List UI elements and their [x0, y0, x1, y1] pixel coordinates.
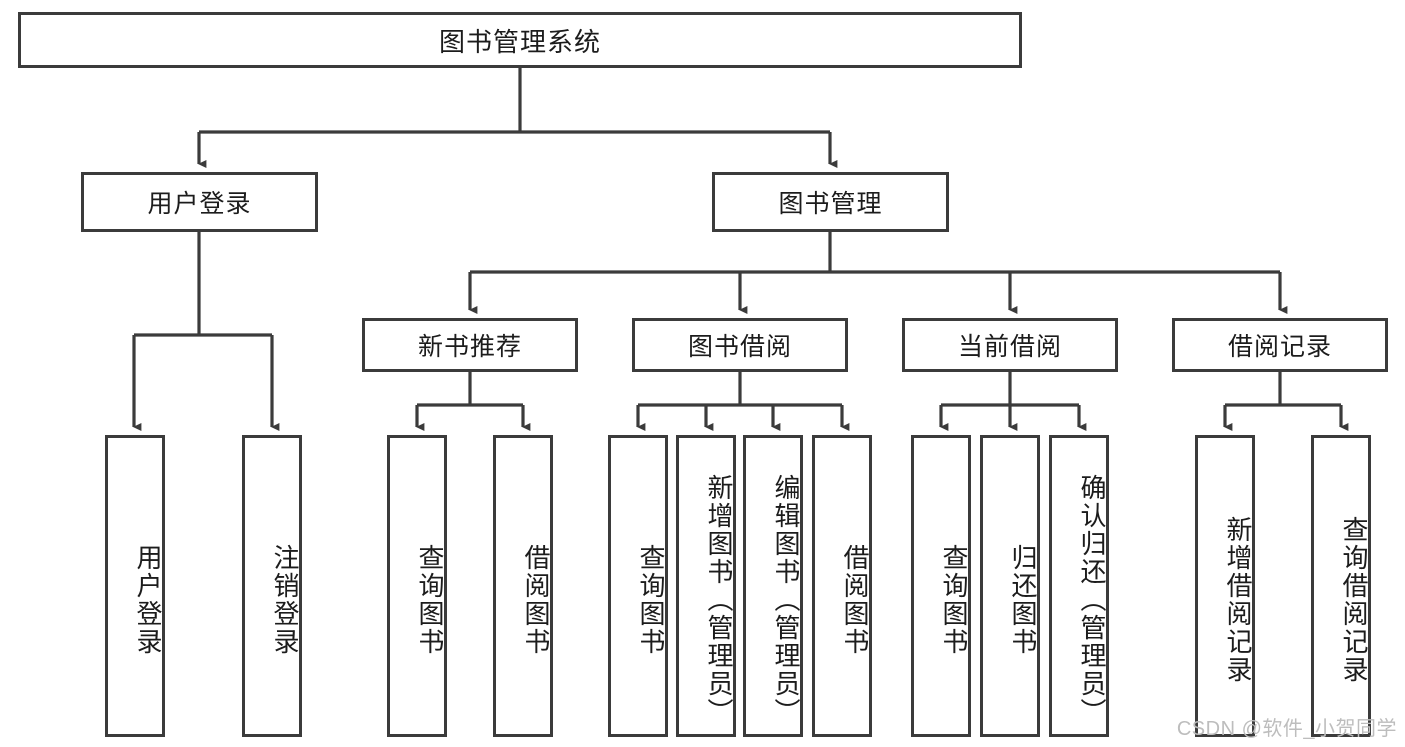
leaf-query-borrow-record[interactable]: 查询借阅记录	[1311, 435, 1371, 737]
leaf-add-book-admin-label: 新增图书（管理员）	[704, 474, 734, 726]
node-user-login[interactable]: 用户登录	[81, 172, 318, 232]
node-user-login-label: 用户登录	[147, 190, 252, 218]
leaf-user-login-label: 用户登录	[133, 544, 163, 656]
leaf-query-book-2[interactable]: 查询图书	[608, 435, 668, 737]
leaf-return-book-label: 归还图书	[1008, 544, 1038, 656]
leaf-query-book-3[interactable]: 查询图书	[911, 435, 971, 737]
leaf-add-book-admin[interactable]: 新增图书（管理员）	[676, 435, 736, 737]
leaf-query-book-3-label: 查询图书	[939, 544, 969, 656]
leaf-confirm-return-admin-label: 确认归还（管理员）	[1077, 474, 1107, 726]
leaf-add-borrow-record[interactable]: 新增借阅记录	[1195, 435, 1255, 737]
leaf-confirm-return-admin[interactable]: 确认归还（管理员）	[1049, 435, 1109, 737]
node-book-manage[interactable]: 图书管理	[712, 172, 949, 232]
leaf-query-book-1-label: 查询图书	[415, 544, 445, 656]
leaf-borrow-book-1-label: 借阅图书	[521, 544, 551, 656]
node-root-system[interactable]: 图书管理系统	[18, 12, 1022, 68]
leaf-borrow-book-2[interactable]: 借阅图书	[812, 435, 872, 737]
csdn-watermark: CSDN @软件_小贺同学	[1176, 718, 1397, 740]
leaf-edit-book-admin[interactable]: 编辑图书（管理员）	[743, 435, 803, 737]
leaf-query-book-2-label: 查询图书	[636, 544, 666, 656]
leaf-logout-login-label: 注销登录	[270, 544, 300, 656]
node-book-borrow[interactable]: 图书借阅	[632, 318, 848, 372]
leaf-user-login[interactable]: 用户登录	[105, 435, 165, 737]
leaf-borrow-book-2-label: 借阅图书	[840, 544, 870, 656]
leaf-query-book-1[interactable]: 查询图书	[387, 435, 447, 737]
node-borrow-record-label: 借阅记录	[1227, 333, 1332, 361]
node-new-book-recommend[interactable]: 新书推荐	[362, 318, 578, 372]
leaf-query-borrow-record-label: 查询借阅记录	[1339, 516, 1369, 684]
node-root-label: 图书管理系统	[438, 26, 601, 57]
leaf-edit-book-admin-label: 编辑图书（管理员）	[771, 474, 801, 726]
node-new-book-recommend-label: 新书推荐	[417, 333, 522, 361]
node-current-borrow[interactable]: 当前借阅	[902, 318, 1118, 372]
node-borrow-record[interactable]: 借阅记录	[1172, 318, 1388, 372]
node-book-manage-label: 图书管理	[778, 190, 883, 218]
leaf-return-book[interactable]: 归还图书	[980, 435, 1040, 737]
leaf-borrow-book-1[interactable]: 借阅图书	[493, 435, 553, 737]
node-current-borrow-label: 当前借阅	[957, 333, 1062, 361]
leaf-add-borrow-record-label: 新增借阅记录	[1223, 516, 1253, 684]
leaf-logout-login[interactable]: 注销登录	[242, 435, 302, 737]
node-book-borrow-label: 图书借阅	[687, 333, 792, 361]
